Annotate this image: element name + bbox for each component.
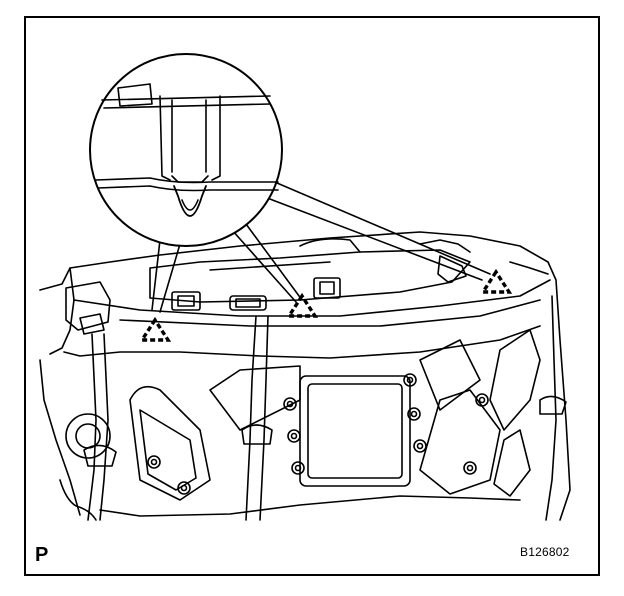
seat-strap-right <box>539 295 567 521</box>
headrest-holder-left <box>171 291 201 311</box>
marker-triangle-left <box>138 316 172 342</box>
callout-leader-lines <box>151 179 491 313</box>
magnified-clip-callout <box>89 53 283 247</box>
back-panel-cutout-center <box>209 339 501 495</box>
back-panel-cutout-left <box>129 385 211 501</box>
marker-triangle-center <box>285 292 319 318</box>
seat-strap-left <box>65 281 117 521</box>
back-panel-cutout-right <box>489 329 541 497</box>
wire-harness <box>59 479 97 521</box>
figure-id-label: B126802 <box>520 545 570 559</box>
mounting-bolts <box>147 373 489 495</box>
marker-triangle-right <box>479 268 513 294</box>
seat-strap-center <box>241 315 273 521</box>
view-code-label: P <box>35 544 49 566</box>
headrest-holder-center <box>229 277 341 311</box>
recliner-cover-left <box>65 413 111 459</box>
